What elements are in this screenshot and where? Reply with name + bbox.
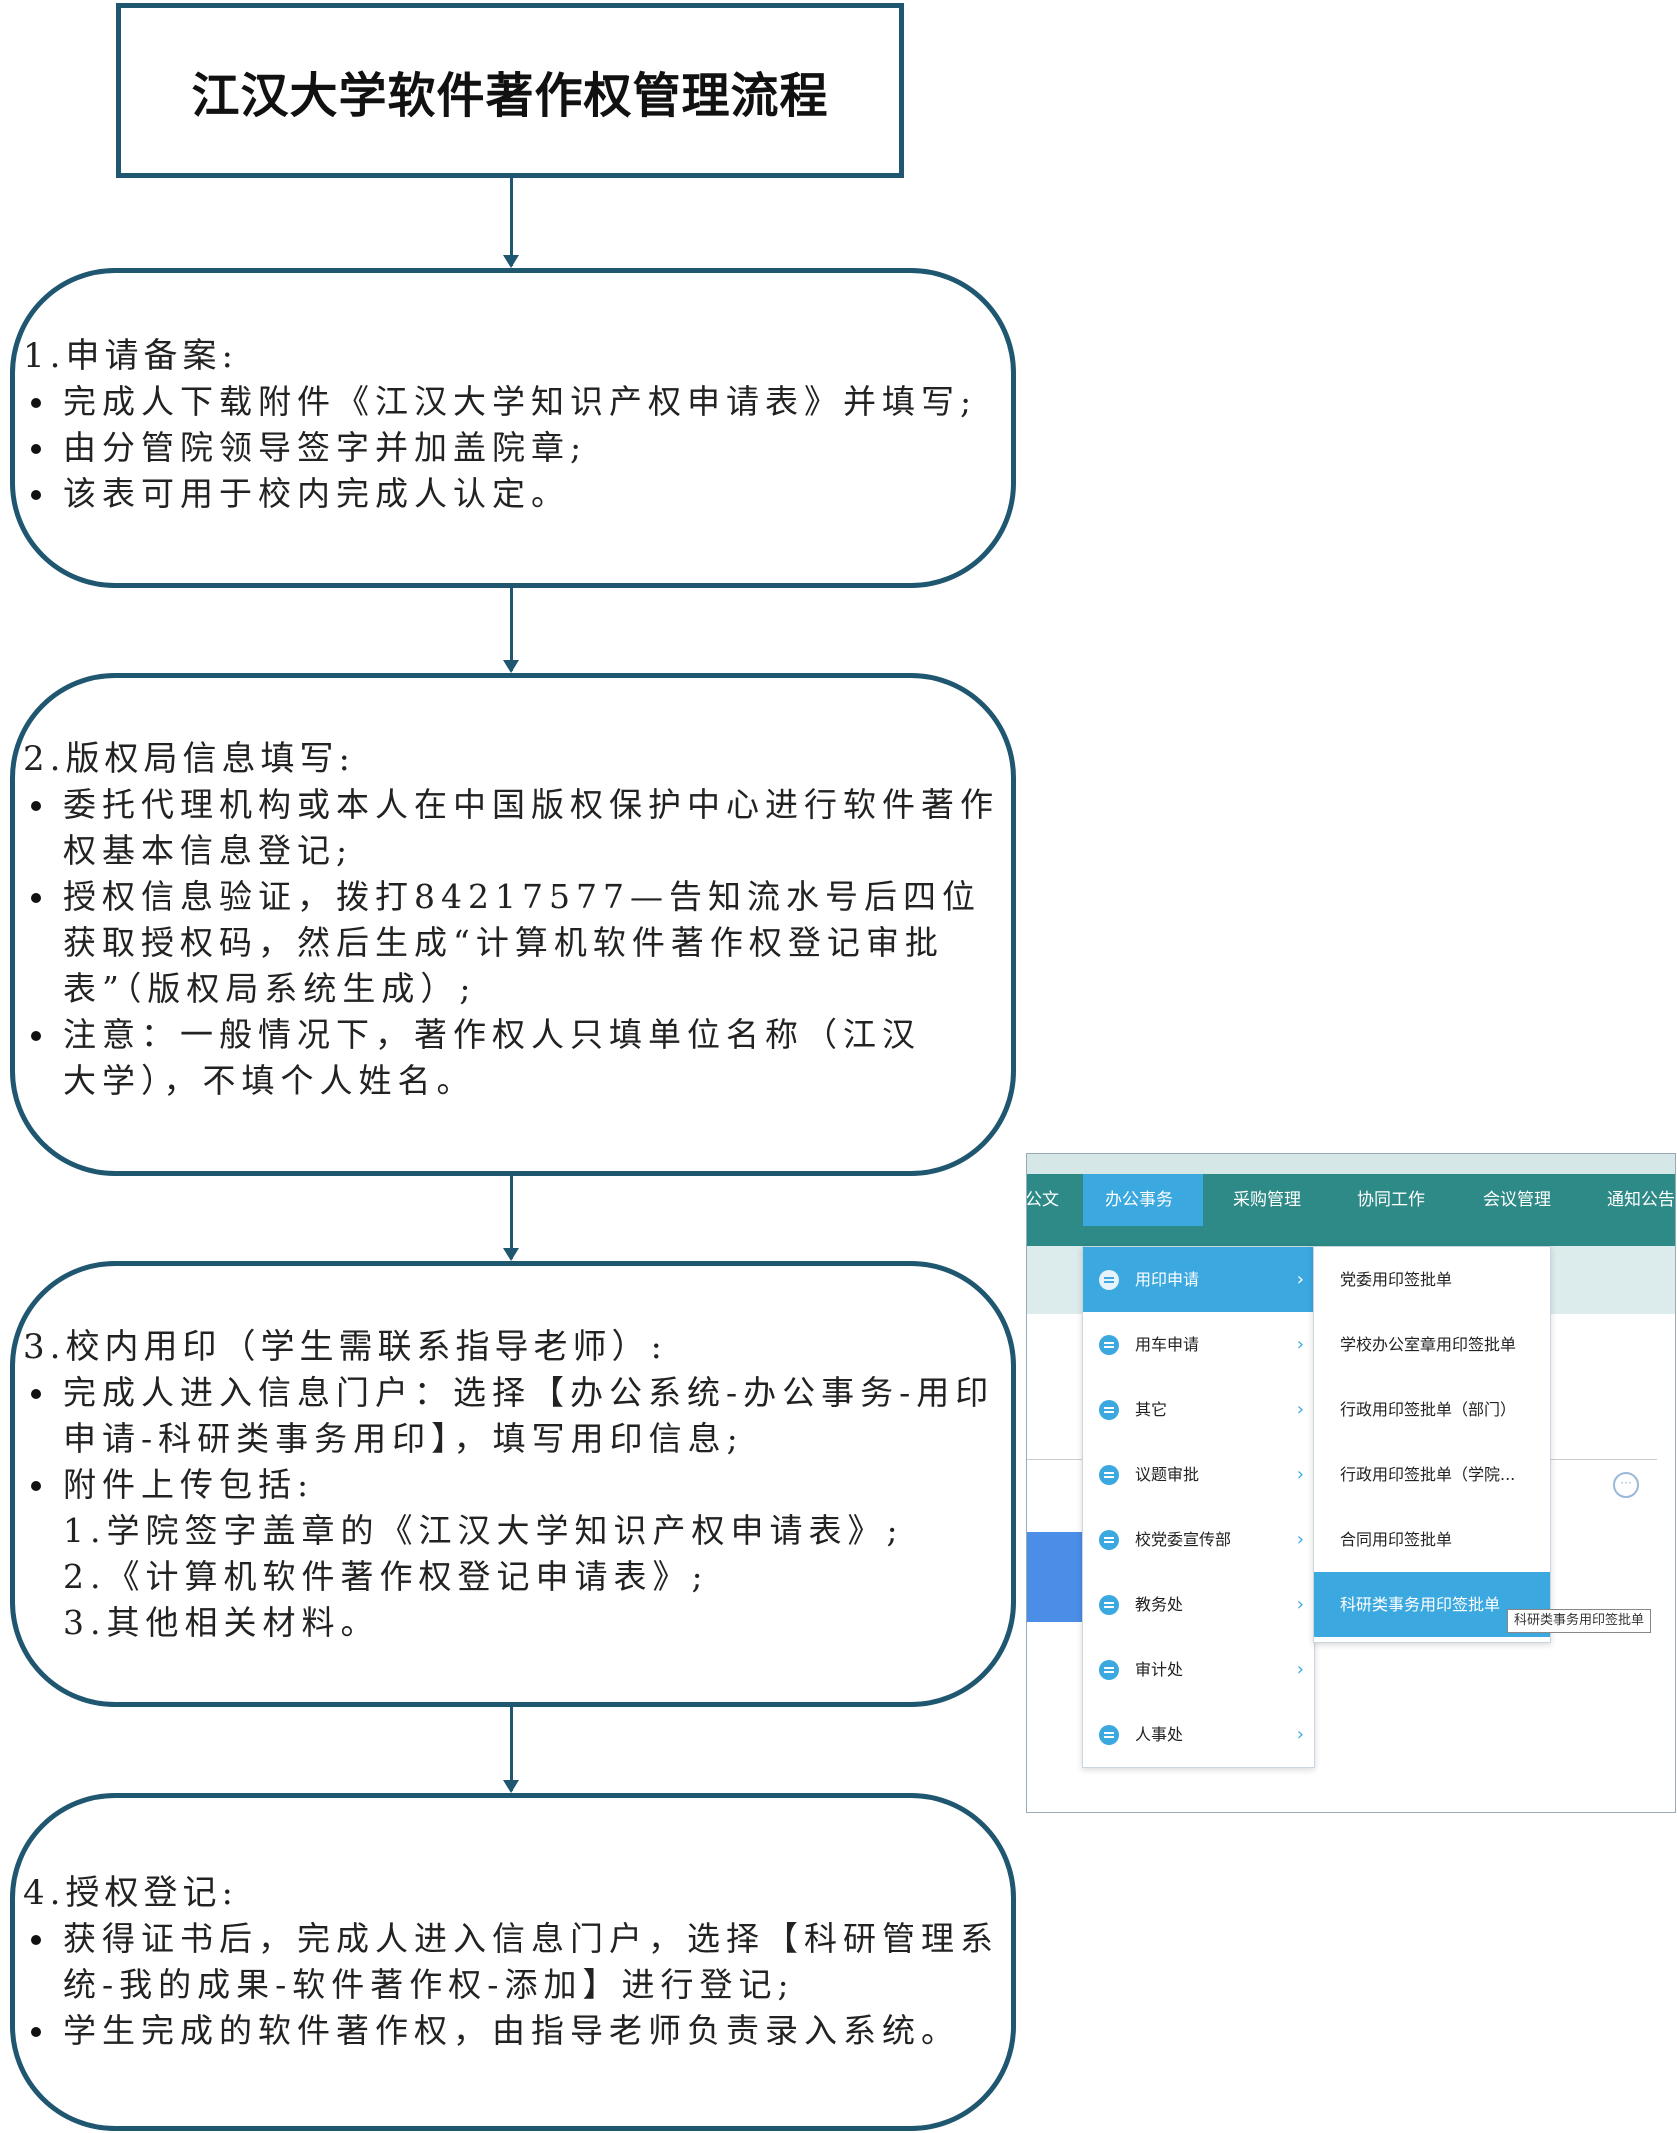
chevron-right-icon: › <box>1296 1269 1304 1290</box>
list-icon <box>1099 1725 1119 1745</box>
arrow-1 <box>503 178 519 268</box>
tooltip: 科研类事务用印签批单 <box>1507 1609 1652 1633</box>
form-school-office-seal[interactable]: 学校办公室章用印签批单 <box>1340 1335 1517 1354</box>
step-1-list: 完成人下载附件《江汉大学知识产权申请表》并填写; 由分管院领导签字并加盖院章; … <box>23 379 1003 517</box>
form-contract-seal[interactable]: 合同用印签批单 <box>1340 1530 1453 1549</box>
chevron-right-icon: › <box>1296 1399 1304 1420</box>
submenu-item-audit[interactable]: 审计处 › <box>1083 1637 1314 1702</box>
step-3-list: 完成人进入信息门户：选择【办公系统-办公事务-用印申请-科研类事务用印】，填写用… <box>23 1370 1003 1508</box>
step-4-item: 获得证书后，完成人进入信息门户，选择【科研管理系统-我的成果-软件著作权-添加】… <box>23 1916 1003 2008</box>
menu-official-docs[interactable]: 公文 <box>1026 1190 1059 1210</box>
submenu-item-topic-approval[interactable]: 议题审批 › <box>1083 1442 1314 1507</box>
step-4-heading: 4.授权登记: <box>23 1873 238 1913</box>
step-3-heading: 3.校内用印（学生需联系指导老师）: <box>23 1327 667 1367</box>
step-3-box: 3.校内用印（学生需联系指导老师）: 完成人进入信息门户：选择【办公系统-办公事… <box>10 1261 1016 1707</box>
step-3-sub-item: 3.其他相关材料。 <box>63 1603 380 1642</box>
form-admin-seal-college[interactable]: 行政用印签批单（学院... <box>1340 1465 1516 1484</box>
step-4-list: 获得证书后，完成人进入信息门户，选择【科研管理系统-我的成果-软件著作权-添加】… <box>23 1916 1003 2054</box>
step-2-item: 委托代理机构或本人在中国版权保护中心进行软件著作权基本信息登记; <box>23 782 1003 874</box>
step-2-list: 委托代理机构或本人在中国版权保护中心进行软件著作权基本信息登记; 授权信息验证，… <box>23 782 1003 1104</box>
chevron-right-icon: › <box>1296 1529 1304 1550</box>
submenu-level-1: 用印申请 › 用车申请 › 其它 › 议题审批 › 校党委宣传部 › 教务处 › <box>1082 1246 1315 1768</box>
title-box: 江汉大学软件著作权管理流程 <box>116 3 904 178</box>
step-1-item: 完成人下载附件《江汉大学知识产权申请表》并填写; <box>23 379 1003 425</box>
list-icon <box>1099 1400 1119 1420</box>
submenu-item-seal-request[interactable]: 用印申请 › <box>1083 1247 1314 1312</box>
step-4-item: 学生完成的软件著作权，由指导老师负责录入系统。 <box>23 2008 1003 2054</box>
step-3-item: 附件上传包括: <box>23 1462 1003 1508</box>
list-icon <box>1099 1335 1119 1355</box>
oa-menu-screenshot: 公文 办公事务 采购管理 协同工作 会议管理 通知公告 ··· 用印申请 › 用… <box>1026 1153 1676 1813</box>
chevron-right-icon: › <box>1296 1724 1304 1745</box>
submenu-item-hr[interactable]: 人事处 › <box>1083 1702 1314 1767</box>
list-icon <box>1099 1595 1119 1615</box>
arrow-2 <box>503 588 519 673</box>
more-icon[interactable]: ··· <box>1613 1472 1639 1498</box>
menu-office-affairs[interactable]: 办公事务 <box>1083 1174 1203 1226</box>
form-party-seal[interactable]: 党委用印签批单 <box>1340 1270 1453 1289</box>
step-3-item: 完成人进入信息门户：选择【办公系统-办公事务-用印申请-科研类事务用印】，填写用… <box>23 1370 1003 1462</box>
blue-block <box>1027 1532 1087 1622</box>
chevron-right-icon: › <box>1296 1334 1304 1355</box>
menu-notices[interactable]: 通知公告 <box>1607 1190 1675 1210</box>
menu-procurement[interactable]: 采购管理 <box>1233 1190 1301 1210</box>
step-1-item: 由分管院领导签字并加盖院章; <box>23 425 1003 471</box>
step-3-sub-item: 1.学院签字盖章的《江汉大学知识产权申请表》; <box>63 1511 904 1550</box>
step-2-box: 2.版权局信息填写: 委托代理机构或本人在中国版权保护中心进行软件著作权基本信息… <box>10 673 1016 1176</box>
arrow-4 <box>503 1706 519 1793</box>
step-3-sub-item: 2.《计算机软件著作权登记申请表》; <box>63 1557 709 1596</box>
step-1-heading: 1.申请备案: <box>23 336 238 376</box>
submenu-item-car-request[interactable]: 用车申请 › <box>1083 1312 1314 1377</box>
step-2-heading: 2.版权局信息填写: <box>23 739 355 779</box>
submenu-item-academic-affairs[interactable]: 教务处 › <box>1083 1572 1314 1637</box>
form-admin-seal-dept[interactable]: 行政用印签批单（部门） <box>1340 1400 1517 1419</box>
submenu-level-2: 党委用印签批单 学校办公室章用印签批单 行政用印签批单（部门） 行政用印签批单（… <box>1313 1246 1551 1643</box>
step-2-item: 注意：一般情况下，著作权人只填单位名称（江汉大学），不填个人姓名。 <box>23 1012 943 1104</box>
list-icon <box>1099 1270 1119 1290</box>
submenu-item-other[interactable]: 其它 › <box>1083 1377 1314 1442</box>
list-icon <box>1099 1530 1119 1550</box>
step-1-box: 1.申请备案: 完成人下载附件《江汉大学知识产权申请表》并填写; 由分管院领导签… <box>10 268 1016 588</box>
step-4-box: 4.授权登记: 获得证书后，完成人进入信息门户，选择【科研管理系统-我的成果-软… <box>10 1793 1016 2131</box>
step-1-item: 该表可用于校内完成人认定。 <box>23 471 1003 517</box>
list-icon <box>1099 1660 1119 1680</box>
menu-meetings[interactable]: 会议管理 <box>1483 1190 1551 1210</box>
submenu-item-publicity-dept[interactable]: 校党委宣传部 › <box>1083 1507 1314 1572</box>
list-icon <box>1099 1465 1119 1485</box>
chevron-right-icon: › <box>1296 1594 1304 1615</box>
chevron-right-icon: › <box>1296 1659 1304 1680</box>
arrow-3 <box>503 1175 519 1261</box>
step-2-item: 授权信息验证，拨打84217577—告知流水号后四位获取授权码，然后生成“计算机… <box>23 874 1003 1012</box>
page-title: 江汉大学软件著作权管理流程 <box>191 67 829 124</box>
menu-collaboration[interactable]: 协同工作 <box>1357 1190 1425 1210</box>
chevron-right-icon: › <box>1296 1464 1304 1485</box>
